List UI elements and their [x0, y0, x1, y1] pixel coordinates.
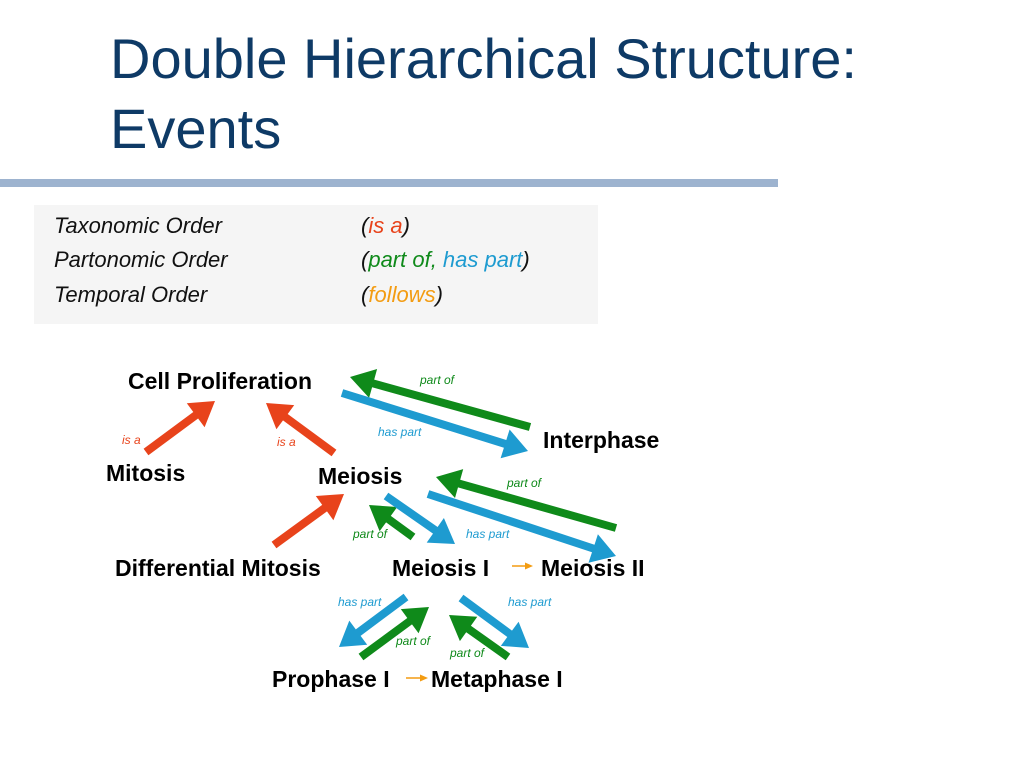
legend-label: Taxonomic Order: [54, 213, 222, 238]
legend-relation: (part of, has part): [361, 247, 530, 273]
relation-arrow-r10: [512, 562, 533, 570]
paren-close: ): [522, 247, 530, 272]
slide-title-line-1: Double Hierarchical Structure:: [110, 27, 857, 90]
is-a-arrow: [271, 494, 344, 549]
relation-arrow-r5: [436, 469, 618, 532]
has-part-arrow: [383, 492, 455, 544]
slide-title-line-2: Events: [110, 97, 282, 160]
edge-label-r6: has part: [466, 527, 510, 541]
slide-title: Double Hierarchical Structure: Events: [110, 24, 857, 164]
relation-part-of: part of,: [368, 247, 443, 272]
edge-label-r8: part of: [352, 527, 389, 541]
edge-label-r5: part of: [506, 476, 543, 490]
relation-arrow-r9: [383, 492, 455, 544]
node-metaphase-1: Metaphase I: [431, 666, 563, 692]
edge-label-r12: part of: [395, 634, 432, 648]
paren-close: ): [402, 213, 410, 238]
relation-arrow-r12: [358, 607, 429, 661]
node-cell-proliferation: Cell Proliferation: [128, 368, 312, 394]
follows-arrow: [406, 674, 428, 682]
follows-arrow: [512, 562, 533, 570]
relation-arrow-r7: [271, 494, 344, 549]
relation-is-a: is a: [368, 213, 403, 238]
relation-follows: follows: [368, 282, 436, 307]
edge-label-r4: is a: [277, 435, 296, 449]
legend-relation: (follows): [361, 282, 443, 308]
paren-open: (: [361, 213, 369, 238]
node-meiosis-1: Meiosis I: [392, 555, 489, 581]
relation-has-part: has part: [442, 247, 523, 272]
relation-arrow-r11: [339, 593, 409, 647]
edge-label-r14: part of: [449, 646, 486, 660]
edge-label-r1: part of: [419, 373, 456, 387]
relation-arrow-r13: [458, 594, 529, 648]
part-of-arrow: [358, 607, 429, 661]
node-prophase-1: Prophase I: [272, 666, 390, 692]
relation-arrow-r3: [143, 401, 215, 456]
edge-label-r2: has part: [378, 425, 422, 439]
legend-label: Temporal Order: [54, 282, 208, 307]
is-a-arrow: [143, 401, 215, 456]
relation-arrow-r15: [406, 674, 428, 682]
legend-label: Partonomic Order: [54, 247, 228, 272]
is-a-arrow: [266, 403, 337, 457]
has-part-arrow: [458, 594, 529, 648]
has-part-arrow: [340, 389, 528, 459]
node-interphase: Interphase: [543, 427, 659, 453]
edge-label-r13: has part: [508, 595, 552, 609]
has-part-arrow: [339, 593, 409, 647]
paren-open: (: [361, 247, 369, 272]
relation-arrow-r14: [449, 615, 511, 661]
relation-arrow-r4: [266, 403, 337, 457]
part-of-arrow: [369, 505, 416, 541]
node-mitosis: Mitosis: [106, 460, 185, 486]
part-of-arrow: [436, 469, 618, 532]
node-meiosis: Meiosis: [318, 463, 402, 489]
paren-close: ): [435, 282, 443, 307]
legend-relation: (is a): [361, 213, 410, 239]
has-part-arrow: [426, 490, 616, 563]
relation-arrow-r6: [426, 490, 616, 563]
part-of-arrow: [350, 369, 532, 431]
edge-label-r3: is a: [122, 433, 141, 447]
edge-label-r11: has part: [338, 595, 382, 609]
paren-open: (: [361, 282, 369, 307]
relation-arrow-r2: [340, 389, 528, 459]
relation-legend: Taxonomic Order (is a) Partonomic Order …: [34, 205, 598, 324]
part-of-arrow: [449, 615, 511, 661]
relation-arrow-r8: [369, 505, 416, 541]
title-divider: [0, 179, 778, 187]
node-differential-mitosis: Differential Mitosis: [115, 555, 321, 581]
relation-arrow-r1: [350, 369, 532, 431]
